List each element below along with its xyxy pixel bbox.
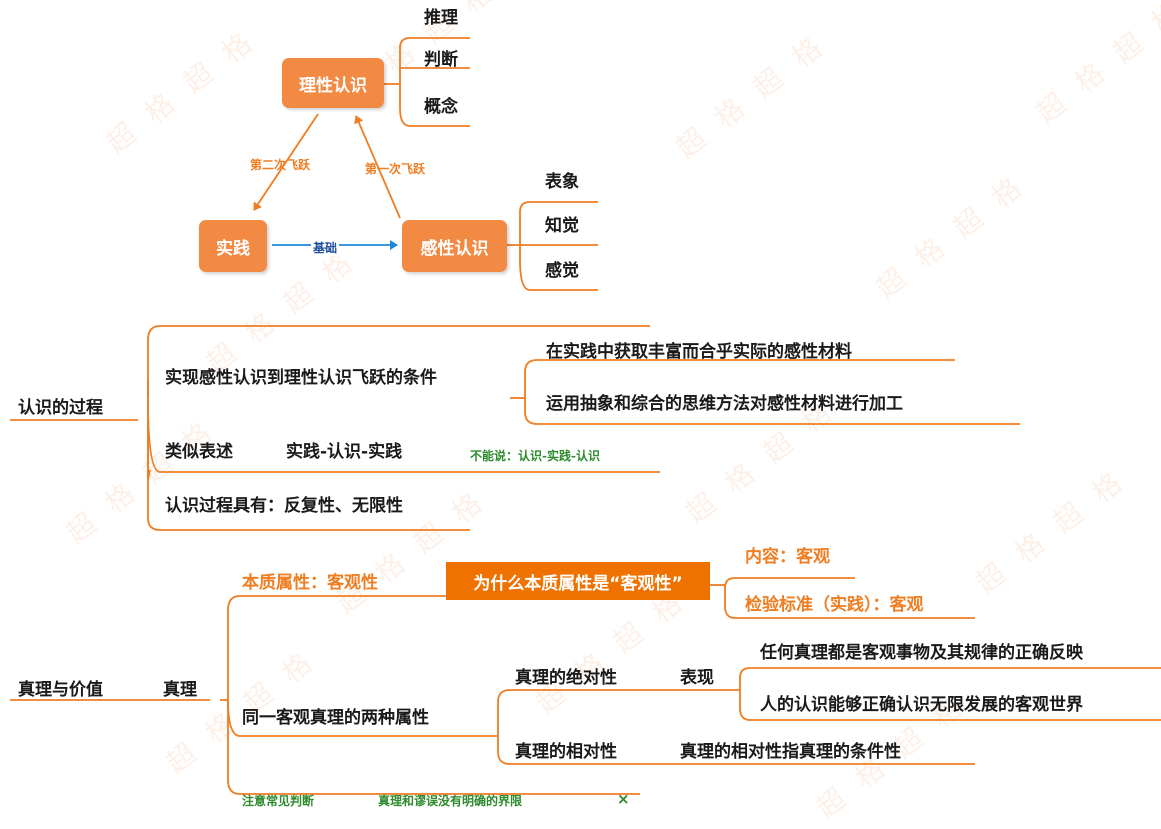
absolute-point-1: 任何真理都是客观事物及其规律的正确反映 — [760, 643, 1083, 663]
perceptual-cognition-box: 感性认识 — [402, 220, 507, 272]
wrong-mark-icon: × — [617, 790, 630, 808]
condition-2: 运用抽象和综合的思维方法对感性材料进行加工 — [546, 394, 903, 414]
perceptual-form-representation: 表象 — [545, 172, 579, 192]
note-label: 注意常见判断 — [242, 794, 315, 808]
content-objective: 内容：客观 — [745, 547, 830, 567]
rational-cognition-box: 理性认识 — [282, 58, 384, 108]
condition-1: 在实践中获取丰富而合乎实际的感性材料 — [546, 342, 852, 362]
relativity-description: 真理的相对性指真理的条件性 — [680, 742, 901, 762]
rational-form-concept: 概念 — [424, 97, 458, 117]
second-leap-label: 第二次飞跃 — [250, 158, 311, 172]
note-text: 真理和谬误没有明确的界限 — [378, 794, 523, 808]
truth-root: 真理与价值 — [18, 680, 103, 700]
rational-form-reasoning: 推理 — [424, 8, 458, 28]
truth-relativity: 真理的相对性 — [515, 742, 617, 762]
base-label: 基础 — [311, 239, 340, 256]
truth-node: 真理 — [163, 680, 197, 700]
expression-label: 表现 — [680, 668, 714, 688]
similar-label: 类似表述 — [165, 442, 233, 462]
absolute-point-2: 人的认识能够正确认识无限发展的客观世界 — [760, 695, 1083, 715]
similar-value: 实践-认识-实践 — [286, 442, 403, 462]
two-attributes: 同一客观真理的两种属性 — [242, 708, 429, 728]
rational-form-judgment: 判断 — [424, 50, 458, 70]
process-root: 认识的过程 — [18, 398, 103, 418]
practice-box: 实践 — [199, 220, 267, 272]
leap-condition-title: 实现感性认识到理性认识飞跃的条件 — [165, 368, 437, 388]
standard-objective: 检验标准（实践）：客观 — [745, 595, 924, 615]
first-leap-label: 第一次飞跃 — [365, 162, 426, 176]
perceptual-form-perception: 知觉 — [545, 216, 579, 236]
process-feature: 认识过程具有：反复性、无限性 — [165, 496, 403, 516]
essence-attribute: 本质属性：客观性 — [242, 573, 378, 593]
perceptual-form-sensation: 感觉 — [545, 261, 579, 281]
similar-note: 不能说：认识-实践-认识 — [470, 449, 600, 463]
truth-absoluteness: 真理的绝对性 — [515, 668, 617, 688]
why-objectivity-highlight: 为什么本质属性是“客观性” — [446, 562, 710, 600]
